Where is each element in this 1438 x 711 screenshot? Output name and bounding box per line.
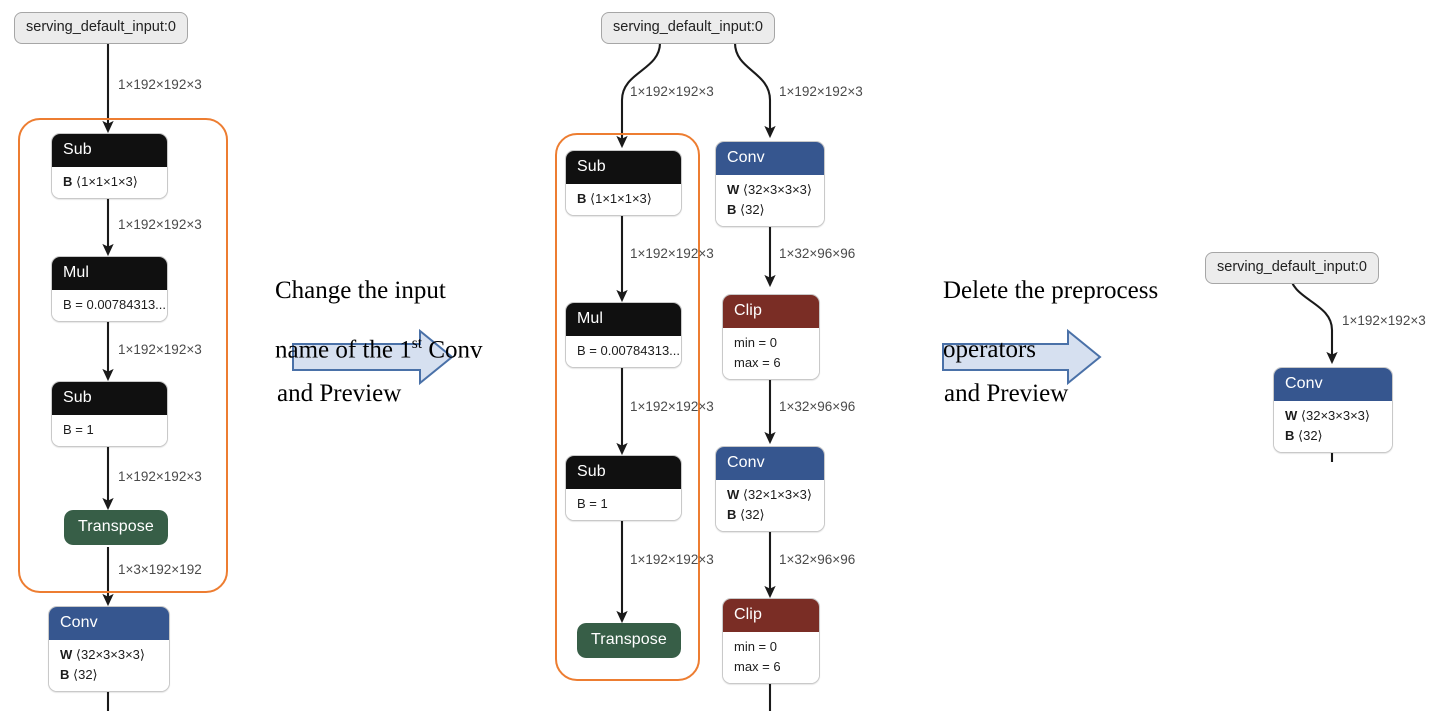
stage2-left-edge-label-3: 1×192×192×3 (630, 552, 714, 567)
stage1-node-sub-2[interactable]: Sub B = 1 (51, 381, 168, 448)
stage2-node-conv-2-title: Conv (716, 447, 824, 480)
annotation-1-line2-post: Conv (422, 335, 483, 363)
preprocess-group-box-stage2 (555, 133, 700, 681)
annotation-1-line2-pre: name of the 1 (275, 335, 412, 363)
attr-value: max = 6 (734, 659, 781, 675)
stage1-node-transpose[interactable]: Transpose (64, 510, 168, 545)
stage2-node-clip-2-title: Clip (723, 599, 819, 632)
annotation-1-line2-sup: st (411, 334, 423, 352)
stage2-right-edge-label-0: 1×192×192×3 (779, 84, 863, 99)
stage1-node-transpose-title: Transpose (64, 510, 168, 545)
attr-value: B = 0.00784313... (577, 343, 681, 358)
annotation-2-text: Delete the preprocess operators (943, 246, 1223, 364)
stage2-left-edge-label-0: 1×192×192×3 (630, 84, 714, 99)
stage2-node-clip-1-attrs: min = 0 max = 6 (723, 328, 819, 380)
annotation-2-caption: and Preview (944, 380, 1069, 407)
stage2-node-mul-attrs: B = 0.00784313... (566, 336, 681, 368)
stage2-node-sub-1-title: Sub (566, 151, 681, 184)
attr-value: ⟨32⟩ (740, 507, 765, 523)
stage2-node-sub-2[interactable]: Sub B = 1 (565, 455, 682, 522)
stage2-node-clip-1-title: Clip (723, 295, 819, 328)
preprocess-group-box-stage1 (18, 118, 228, 593)
attr-value: ⟨32×1×3×3⟩ (742, 487, 812, 502)
stage2-right-edge-label-2: 1×32×96×96 (779, 399, 856, 414)
stage2-node-transpose[interactable]: Transpose (577, 623, 681, 658)
attr-key: B (63, 174, 73, 189)
attr-value: min = 0 (734, 335, 777, 350)
stage1-node-sub-2-attrs: B = 1 (52, 415, 167, 447)
attr-value: ⟨32⟩ (73, 667, 98, 683)
stage1-edge-label-0: 1×192×192×3 (118, 77, 202, 92)
stage1-node-conv-title: Conv (49, 607, 169, 640)
stage1-node-sub-1-title: Sub (52, 134, 167, 167)
attr-key: B (727, 202, 737, 218)
stage2-node-clip-2[interactable]: Clip min = 0 max = 6 (722, 598, 820, 685)
stage3-node-conv-attrs: W ⟨32×3×3×3⟩ B ⟨32⟩ (1274, 401, 1392, 453)
annotation-2-line2: operators (943, 335, 1037, 363)
attr-key: B (577, 191, 587, 206)
stage2-node-sub-2-attrs: B = 1 (566, 489, 681, 521)
stage3-edge-label-0: 1×192×192×3 (1342, 313, 1426, 328)
stage1-node-sub-1[interactable]: Sub B ⟨1×1×1×3⟩ (51, 133, 168, 200)
attr-value: B = 1 (63, 422, 94, 437)
stage2-left-edge-label-2: 1×192×192×3 (630, 399, 714, 414)
annotation-1-caption: and Preview (277, 380, 402, 407)
stage3-node-conv-title: Conv (1274, 368, 1392, 401)
annotation-2-line1: Delete the preprocess (943, 276, 1159, 304)
attr-key: W (727, 182, 740, 197)
stage2-node-conv-1-title: Conv (716, 142, 824, 175)
stage1-edge-label-1: 1×192×192×3 (118, 217, 202, 232)
stage2-left-edge-label-1: 1×192×192×3 (630, 246, 714, 261)
stage2-node-transpose-title: Transpose (577, 623, 681, 658)
attr-value: ⟨32⟩ (740, 202, 765, 218)
annotation-1-line1: Change the input (275, 276, 446, 304)
attr-value: ⟨32×3×3×3⟩ (742, 182, 812, 197)
stage2-node-mul-title: Mul (566, 303, 681, 336)
attr-value: ⟨32×3×3×3⟩ (75, 647, 145, 662)
edge2-input-to-conv1 (733, 42, 776, 139)
stage2-node-conv-1-attrs: W ⟨32×3×3×3⟩ B ⟨32⟩ (716, 175, 824, 227)
stage2-right-edge-label-1: 1×32×96×96 (779, 246, 856, 261)
stage2-node-sub-1[interactable]: Sub B ⟨1×1×1×3⟩ (565, 150, 682, 217)
edge3-input-to-conv (1288, 272, 1338, 365)
attr-value: min = 0 (734, 639, 777, 654)
attr-key: B (1285, 428, 1295, 444)
attr-key: W (1285, 408, 1298, 423)
stage3-node-conv[interactable]: Conv W ⟨32×3×3×3⟩ B ⟨32⟩ (1273, 367, 1393, 454)
attr-key: W (60, 647, 73, 662)
attr-value: ⟨1×1×1×3⟩ (590, 191, 652, 206)
stage1-edge-label-4: 1×3×192×192 (118, 562, 202, 577)
stage2-node-conv-1[interactable]: Conv W ⟨32×3×3×3⟩ B ⟨32⟩ (715, 141, 825, 228)
stage1-node-sub-2-title: Sub (52, 382, 167, 415)
annotation-1-text: Change the input name of the 1st Conv (275, 246, 525, 364)
stage2-node-clip-2-attrs: min = 0 max = 6 (723, 632, 819, 684)
attr-value: B = 1 (577, 496, 608, 511)
attr-value: B = 0.00784313... (63, 297, 167, 312)
attr-key: W (727, 487, 740, 502)
stage2-node-mul[interactable]: Mul B = 0.00784313... (565, 302, 682, 369)
stage1-node-mul-title: Mul (52, 257, 167, 290)
stage1-node-mul[interactable]: Mul B = 0.00784313... (51, 256, 168, 323)
stage1-edge-label-2: 1×192×192×3 (118, 342, 202, 357)
attr-value: max = 6 (734, 355, 781, 371)
attr-key: B (727, 507, 737, 523)
attr-value: ⟨32⟩ (1298, 428, 1323, 444)
stage2-node-conv-2-attrs: W ⟨32×1×3×3⟩ B ⟨32⟩ (716, 480, 824, 532)
stage1-node-conv[interactable]: Conv W ⟨32×3×3×3⟩ B ⟨32⟩ (48, 606, 170, 693)
stage1-node-sub-1-attrs: B ⟨1×1×1×3⟩ (52, 167, 167, 199)
attr-key: B (60, 667, 70, 683)
stage2-node-sub-1-attrs: B ⟨1×1×1×3⟩ (566, 184, 681, 216)
stage1-input-node[interactable]: serving_default_input:0 (14, 12, 188, 44)
stage2-node-clip-1[interactable]: Clip min = 0 max = 6 (722, 294, 820, 381)
stage2-node-conv-2[interactable]: Conv W ⟨32×1×3×3⟩ B ⟨32⟩ (715, 446, 825, 533)
stage1-node-conv-attrs: W ⟨32×3×3×3⟩ B ⟨32⟩ (49, 640, 169, 692)
stage2-right-edge-label-3: 1×32×96×96 (779, 552, 856, 567)
stage1-node-mul-attrs: B = 0.00784313... (52, 290, 167, 322)
attr-value: ⟨1×1×1×3⟩ (76, 174, 138, 189)
stage3-input-node[interactable]: serving_default_input:0 (1205, 252, 1379, 284)
attr-value: ⟨32×3×3×3⟩ (1300, 408, 1370, 423)
stage2-input-node[interactable]: serving_default_input:0 (601, 12, 775, 44)
stage1-edge-label-3: 1×192×192×3 (118, 469, 202, 484)
stage2-node-sub-2-title: Sub (566, 456, 681, 489)
